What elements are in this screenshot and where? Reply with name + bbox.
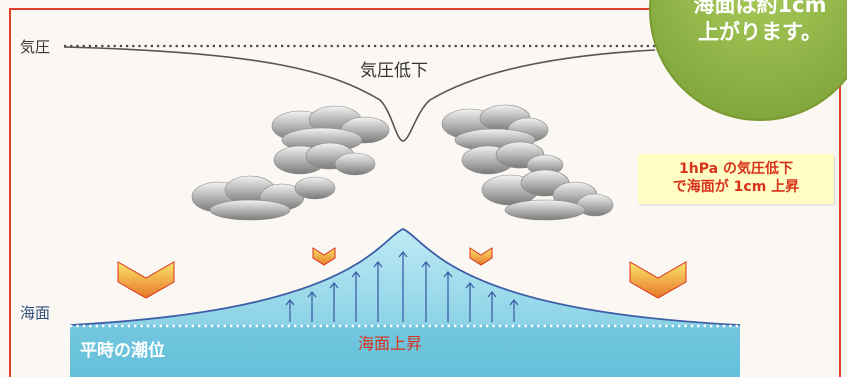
normal-tide-label: 平時の潮位 xyxy=(80,341,165,361)
pressure-curve xyxy=(63,46,656,142)
bubble-line-1: 海面は約1cm xyxy=(693,0,827,17)
arrow-up-icon xyxy=(285,250,519,322)
cloud-icon xyxy=(191,105,390,221)
sea-water xyxy=(70,229,740,377)
pressure-drop-label: 気圧低下 xyxy=(360,61,428,81)
pressure-rule-callout: 1hPa の気圧低下 で海面が 1cm 上昇 xyxy=(638,154,834,204)
bubble-line-2: 上がります。 xyxy=(698,20,822,44)
chevron-down-icon xyxy=(312,247,336,266)
sea-surface-curve xyxy=(69,228,741,326)
normal-sea-band xyxy=(70,325,740,377)
pressure-axis-label: 気圧 xyxy=(20,38,51,56)
chevron-down-icon xyxy=(629,261,687,299)
chevron-down-icon xyxy=(117,261,175,299)
cloud-icon xyxy=(441,104,614,221)
bubble-text: 海面は約1cm 上がります。 xyxy=(672,0,847,46)
chevron-down-icon xyxy=(469,247,493,266)
sea-surface-label: 海面 xyxy=(20,304,51,322)
callout-line-1: 1hPa の気圧低下 xyxy=(679,161,793,177)
info-bubble xyxy=(649,0,847,121)
frame-border xyxy=(9,8,841,377)
sea-rise-label: 海面上昇 xyxy=(358,334,423,353)
callout-line-2: で海面が 1cm 上昇 xyxy=(672,179,800,195)
